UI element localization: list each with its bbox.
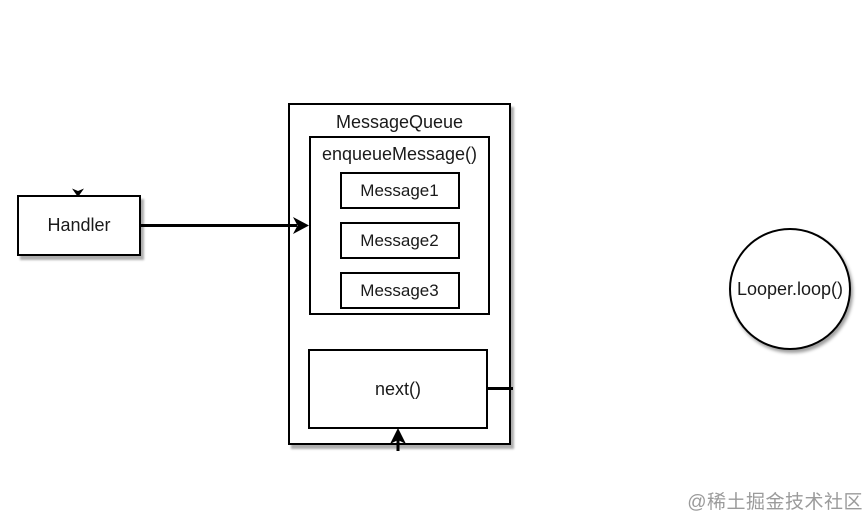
messagequeue-title: MessageQueue	[335, 112, 464, 132]
message2-box: Message2	[339, 222, 460, 259]
messagequeue-container: MessageQueue enqueueMessage() Message1 M…	[288, 103, 511, 445]
enqueue-message-box: enqueueMessage() Message1 Message2 Messa…	[309, 136, 490, 315]
watermark: @稀土掘金技术社区	[687, 492, 863, 513]
next-label: next()	[374, 378, 421, 399]
looper-label: Looper.loop()	[736, 278, 844, 299]
message3-box: Message3	[339, 272, 460, 309]
enqueue-message-title: enqueueMessage()	[321, 144, 478, 164]
message2-label: Message2	[360, 230, 439, 250]
next-box: next()	[308, 349, 488, 429]
handler-box: Handler	[17, 195, 141, 256]
handler-label: Handler	[47, 215, 111, 235]
message3-label: Message3	[360, 280, 439, 300]
message1-box: Message1	[339, 172, 460, 209]
looper-circle: Looper.loop()	[729, 228, 851, 350]
message1-label: Message1	[360, 180, 439, 200]
